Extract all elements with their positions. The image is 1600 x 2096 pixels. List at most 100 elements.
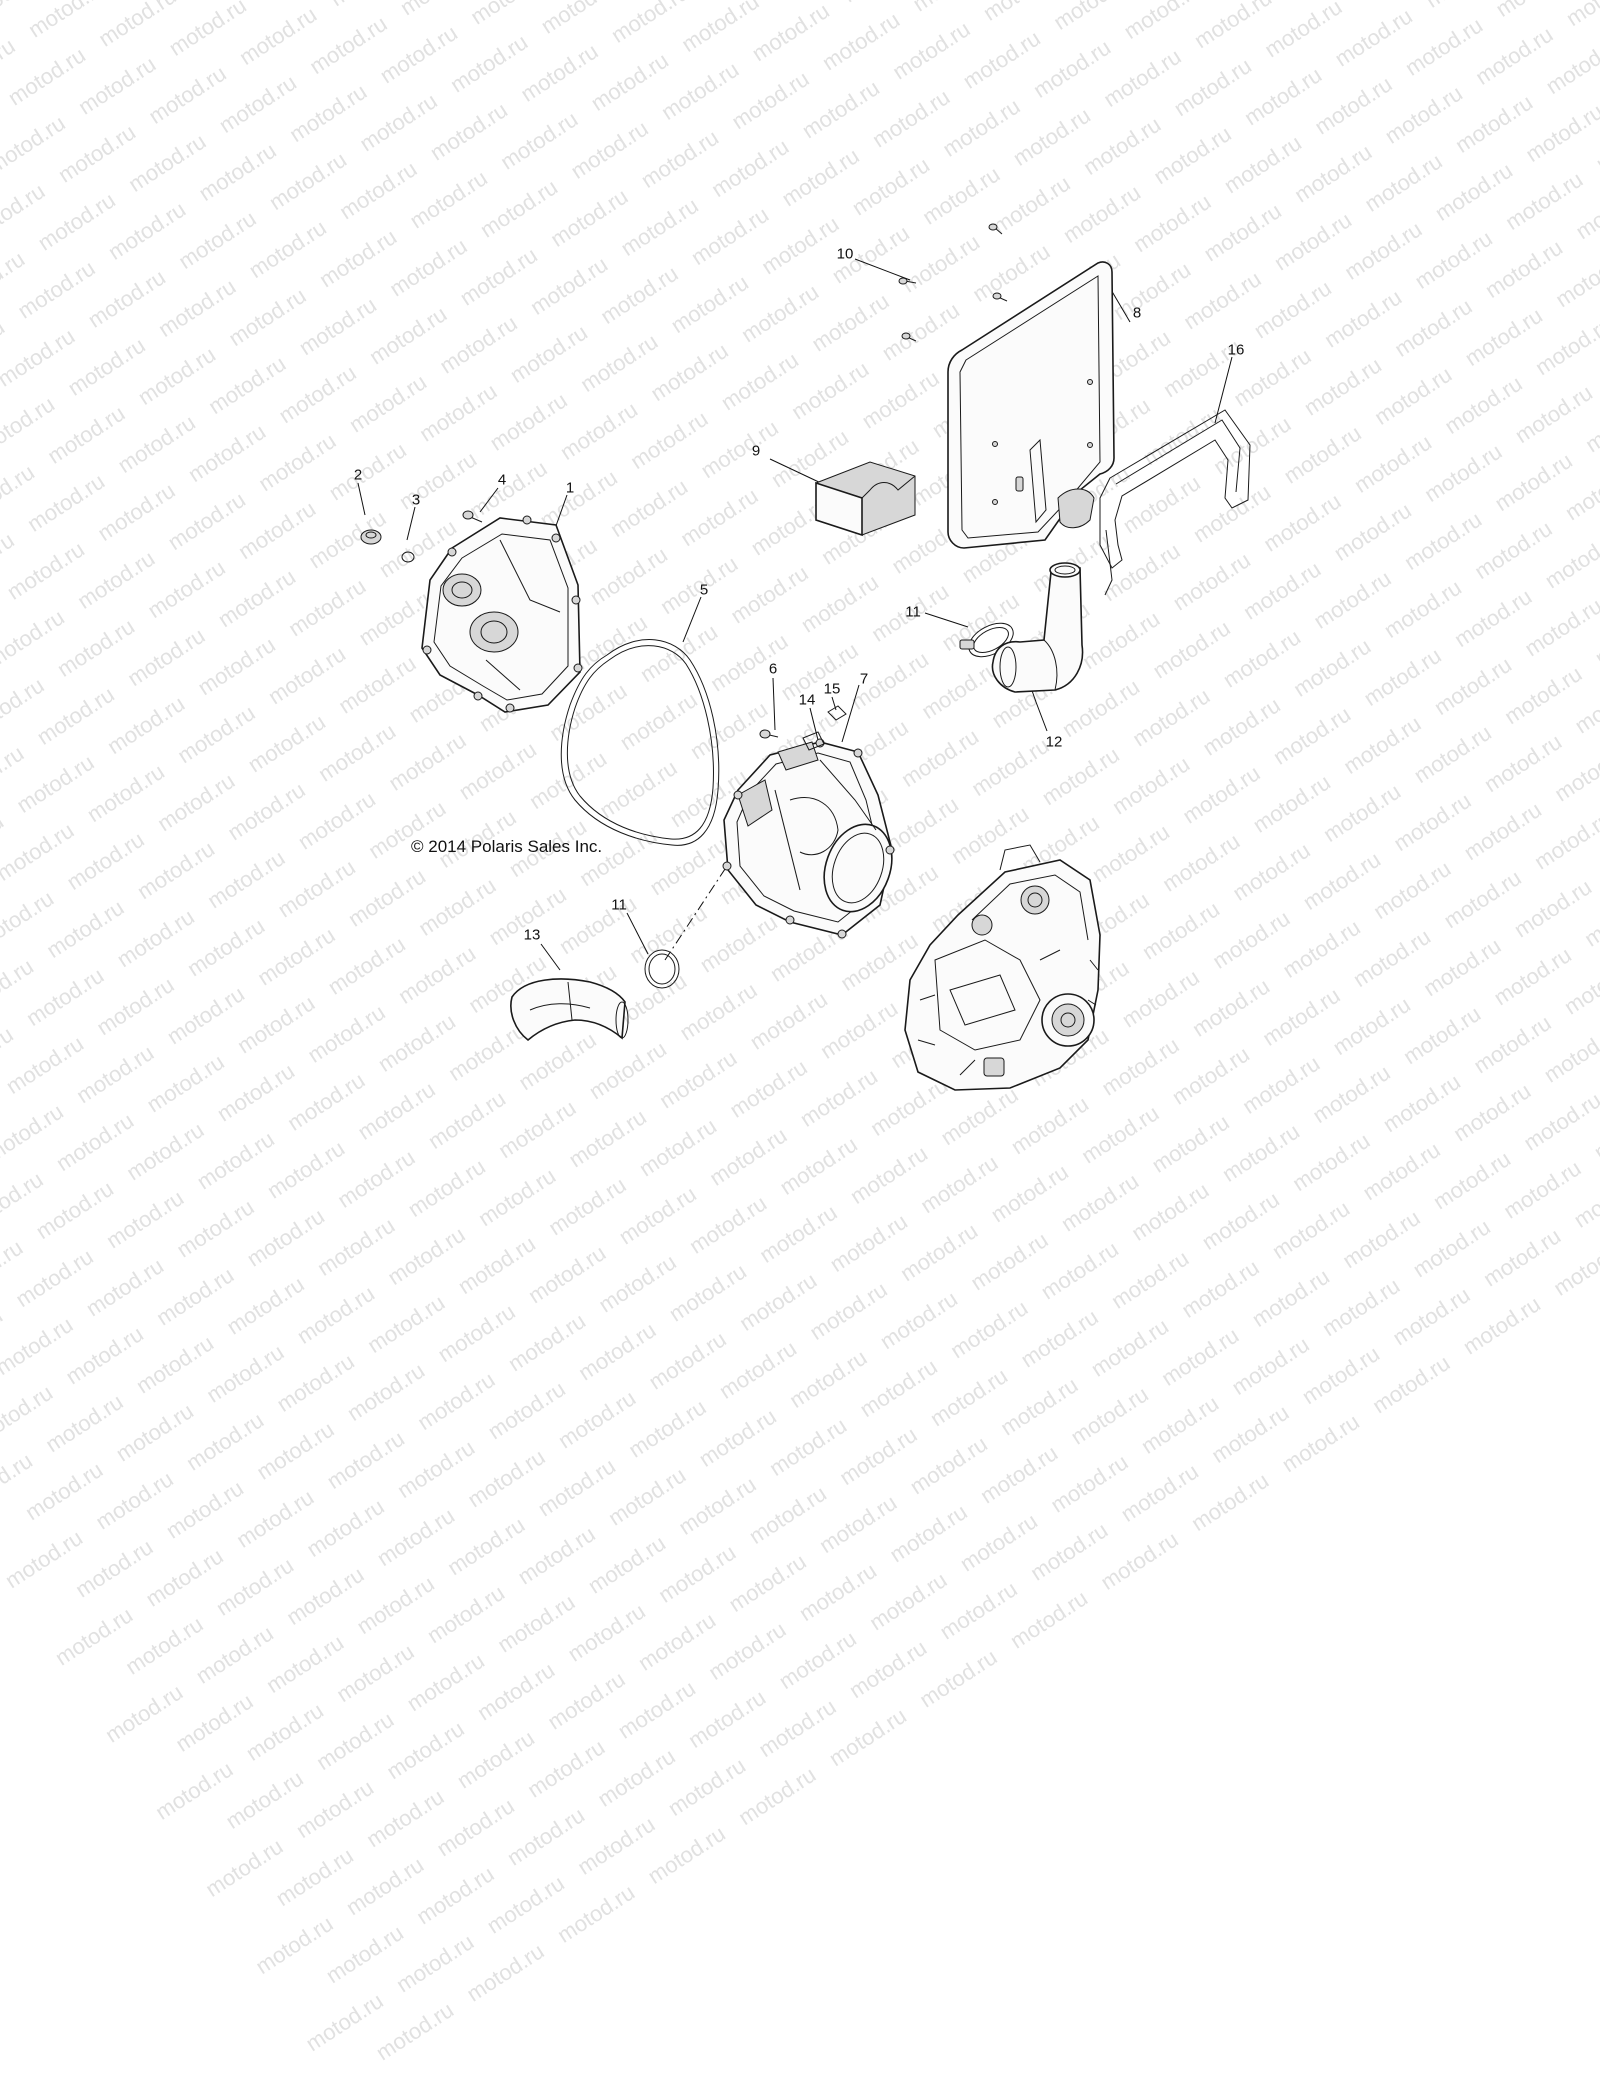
watermark-text: motod.ru xyxy=(684,1190,772,1259)
watermark-text: motod.ru xyxy=(653,1539,741,1608)
watermark-text: motod.ru xyxy=(1177,1254,1264,1323)
watermark-text: motod.ru xyxy=(311,1706,399,1776)
watermark-text: motod.ru xyxy=(734,1267,822,1336)
watermark-text: motod.ru xyxy=(825,1208,912,1277)
watermark-text: motod.ru xyxy=(171,1688,258,1757)
watermark-text: motod.ru xyxy=(442,1511,530,1581)
watermark-text: motod.ru xyxy=(885,1499,972,1568)
watermark-text: motod.ru xyxy=(242,1203,329,1272)
watermark-text: motod.ru xyxy=(1338,1204,1425,1274)
part-16-frame-bracket xyxy=(1099,409,1251,596)
watermark-text: motod.ru xyxy=(1005,1585,1093,1654)
watermark-text: motod.ru xyxy=(552,1879,640,1948)
watermark-text: motod.ru xyxy=(855,1353,942,1423)
engine-assembly xyxy=(904,844,1101,1091)
watermark-text: motod.ru xyxy=(342,1357,430,1426)
callout-10: 10 xyxy=(836,245,854,263)
watermark-text: motod.ru xyxy=(945,1295,1033,1364)
watermark-text: motod.ru xyxy=(784,1344,872,1413)
watermark-text: motod.ru xyxy=(332,1638,419,1708)
watermark-text: motod.ru xyxy=(623,1394,711,1463)
watermark-text: motod.ru xyxy=(422,1579,510,1649)
watermark-text: motod.ru xyxy=(81,1253,168,1322)
watermark-text: motod.ru xyxy=(1036,1236,1123,1305)
watermark-text: motod.ru xyxy=(402,1647,489,1717)
watermark-text: motod.ru xyxy=(383,1221,470,1290)
watermark-text: motod.ru xyxy=(1086,1313,1173,1382)
watermark-text: motod.ru xyxy=(70,1534,158,1603)
watermark-text: motod.ru xyxy=(1478,1223,1566,1292)
watermark-text: motod.ru xyxy=(663,1752,750,1821)
watermark-text: motod.ru xyxy=(1277,1408,1364,1478)
watermark-text: motod.ru xyxy=(864,1567,952,1636)
watermark-text: motod.ru xyxy=(603,1462,691,1531)
watermark-text: motod.ru xyxy=(674,1471,761,1540)
watermark-text: motod.ru xyxy=(966,1227,1053,1296)
leader-lines xyxy=(357,258,1233,971)
watermark-text: motod.ru xyxy=(312,1212,400,1281)
part-3-o-ring xyxy=(401,551,415,563)
watermark-text: motod.ru xyxy=(483,1376,570,1445)
watermark-text: motod.ru xyxy=(292,1280,379,1349)
watermark-text: motod.ru xyxy=(463,1444,550,1513)
watermark-text: motod.ru xyxy=(462,1938,549,2007)
watermark-text: motod.ru xyxy=(392,1434,480,1504)
callout-5: 5 xyxy=(699,581,709,599)
watermark-text: motod.ru xyxy=(200,1833,288,1902)
watermark-text: motod.ru xyxy=(371,1997,458,2066)
part-8-airbox-panel xyxy=(947,261,1115,549)
watermark-text: motod.ru xyxy=(151,1262,239,1331)
watermark-text: motod.ru xyxy=(875,1285,962,1355)
watermark-text: motod.ru xyxy=(724,1548,811,1617)
watermark-text: motod.ru xyxy=(0,1311,78,1381)
watermark-text: motod.ru xyxy=(472,1657,560,1726)
callout-2: 2 xyxy=(353,466,363,484)
watermark-text: motod.ru xyxy=(221,1765,308,1834)
watermark-text: motod.ru xyxy=(251,1910,338,1980)
watermark-text: motod.ru xyxy=(844,1634,932,1704)
watermark-text: motod.ru xyxy=(1106,1245,1194,1314)
watermark-text: motod.ru xyxy=(1458,1291,1545,1360)
watermark-text: motod.ru xyxy=(664,1258,751,1327)
watermark-text: motod.ru xyxy=(594,1249,681,1318)
callout-12: 12 xyxy=(1045,733,1063,751)
watermark-text: motod.ru xyxy=(201,1339,289,1408)
watermark-text: motod.ru xyxy=(502,1802,590,1871)
watermark-text: motod.ru xyxy=(11,1243,98,1313)
watermark-text: motod.ru xyxy=(150,1756,238,1825)
watermark-text: motod.ru xyxy=(774,1625,861,1695)
watermark-text: motod.ru xyxy=(271,1842,358,1912)
part-6-bolt xyxy=(759,729,779,739)
watermark-text: motod.ru xyxy=(0,1379,58,1449)
watermark-text: motod.ru xyxy=(905,1431,992,1500)
watermark-text: motod.ru xyxy=(1096,1526,1183,1595)
watermark-text: motod.ru xyxy=(91,1466,178,1535)
watermark-text: motod.ru xyxy=(100,1679,188,1748)
part-5-gasket xyxy=(560,639,720,846)
watermark-text: motod.ru xyxy=(764,1412,852,1481)
watermark-text: motod.ru xyxy=(533,1453,620,1522)
watermark-text: motod.ru xyxy=(794,1557,881,1627)
watermark-text: motod.ru xyxy=(543,1666,630,1735)
watermark-text: motod.ru xyxy=(975,1440,1063,1509)
watermark-text: motod.ru xyxy=(261,1629,349,1698)
copyright-text: © 2014 Polaris Sales Inc. xyxy=(411,837,603,856)
watermark-text: motod.ru xyxy=(1116,1458,1203,1527)
callout-14: 14 xyxy=(798,691,816,709)
watermark-text: motod.ru xyxy=(482,1870,569,1939)
callout-7: 7 xyxy=(859,670,869,688)
watermark-text: motod.ru xyxy=(191,1620,278,1689)
watermark-text: motod.ru xyxy=(321,1919,408,1989)
watermark-text: motod.ru xyxy=(372,1502,459,1572)
callout-9: 9 xyxy=(751,442,761,460)
watermark-text: motod.ru xyxy=(824,1702,911,1772)
watermark-text: motod.ru xyxy=(131,1330,219,1399)
watermark-text: motod.ru xyxy=(161,1475,248,1544)
watermark-text: motod.ru xyxy=(925,1363,1013,1432)
watermark-text: motod.ru xyxy=(352,1570,439,1640)
watermark-text: motod.ru xyxy=(0,1524,87,1594)
part-9-foam-block xyxy=(815,461,916,537)
watermark-text: motod.ru xyxy=(291,1774,378,1844)
watermark-text: motod.ru xyxy=(563,1598,650,1667)
watermark-text: motod.ru xyxy=(643,1820,730,1889)
